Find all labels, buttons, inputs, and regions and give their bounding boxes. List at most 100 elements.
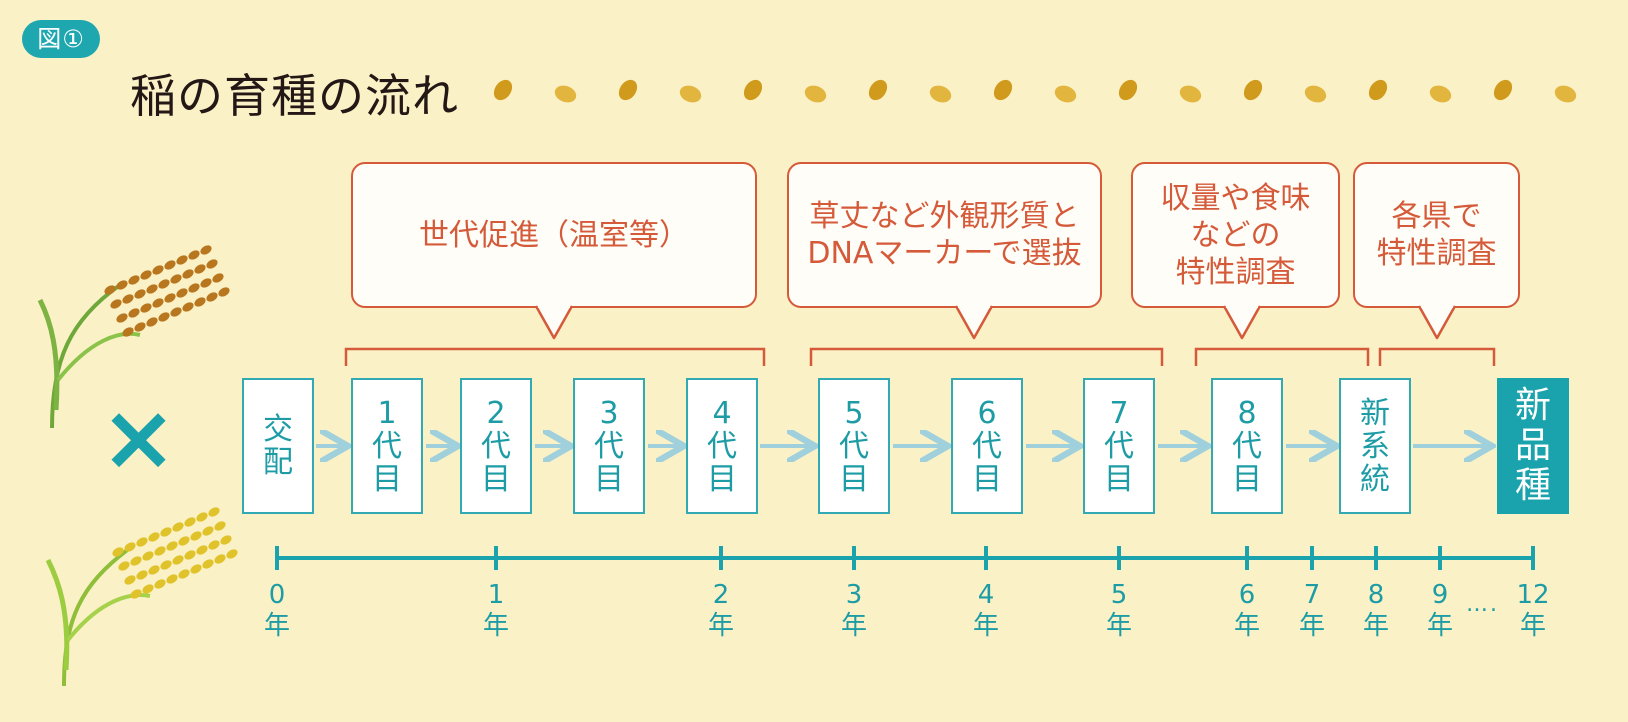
bracket-trait-survey xyxy=(1194,347,1370,366)
rice-grain xyxy=(142,584,154,594)
grain-icon xyxy=(493,79,513,101)
rice-grain xyxy=(134,289,146,299)
step-gen-3: 3 代 目 xyxy=(573,378,645,514)
rice-grain xyxy=(172,555,184,565)
rice-grain xyxy=(200,245,212,255)
rice-grain xyxy=(140,303,152,313)
rice-grain xyxy=(110,299,122,309)
grain-icon xyxy=(1493,79,1513,101)
year-label: 5 年 xyxy=(1105,580,1132,641)
step-label: 1 代 目 xyxy=(372,395,402,497)
grain-icon xyxy=(743,79,763,101)
rice-grain xyxy=(130,589,142,599)
step-label: 交配 xyxy=(263,412,293,480)
year-label: 7 年 xyxy=(1298,580,1325,641)
rice-grain xyxy=(160,560,172,570)
rice-grain xyxy=(194,264,206,274)
rice-grain xyxy=(176,288,188,298)
rice-grain xyxy=(188,283,200,293)
rice-grain xyxy=(136,537,148,547)
grain-row xyxy=(493,79,1577,103)
rice-grain xyxy=(148,532,160,542)
rice-grain xyxy=(194,297,206,307)
grain-icon xyxy=(1304,85,1327,103)
callout-generation-advance: 世代促進（温室等） xyxy=(351,162,757,308)
rice-grain xyxy=(190,531,202,541)
step-label: 6 代 目 xyxy=(972,395,1002,497)
rice-grain xyxy=(170,274,182,284)
timeline xyxy=(275,546,1535,570)
rice-grain xyxy=(122,294,134,304)
rice-grain xyxy=(116,313,128,323)
year-label: 9 年 xyxy=(1426,580,1453,641)
rice-grain xyxy=(104,285,116,295)
callout-selection: 草丈など外観形質と DNAマーカーで選抜 xyxy=(787,162,1102,308)
rice-grain xyxy=(148,565,160,575)
rice-grain xyxy=(136,570,148,580)
step-gen-2: 2 代 目 xyxy=(460,378,532,514)
step-gen-5: 5 代 目 xyxy=(818,378,890,514)
step-label: 新品種 xyxy=(1514,385,1551,506)
rice-grain xyxy=(118,561,130,571)
callout-text: 収量や食味 などの 特性調査 xyxy=(1160,180,1311,290)
rice-leaf xyxy=(66,593,151,642)
rice-grain xyxy=(200,278,212,288)
step-new-variety: 新品種 xyxy=(1497,378,1569,514)
rice-grain xyxy=(158,279,170,289)
rice-grain xyxy=(214,554,226,564)
grain-icon xyxy=(1429,85,1452,103)
callout-text: 各県で 特性調査 xyxy=(1376,199,1497,271)
rice-grain xyxy=(146,284,158,294)
grain-icon xyxy=(993,79,1013,101)
step-label: 2 代 目 xyxy=(481,395,511,497)
rice-grain xyxy=(184,517,196,527)
rice-grain xyxy=(124,575,136,585)
bracket-group xyxy=(344,347,1496,366)
rice-grain xyxy=(172,522,184,532)
rice-grain xyxy=(154,579,166,589)
rice-plant-top xyxy=(37,245,230,429)
grain-icon xyxy=(1243,79,1263,101)
step-label: 3 代 目 xyxy=(594,395,624,497)
rice-leaf xyxy=(56,331,141,382)
rice-grain xyxy=(206,292,218,302)
grain-icon xyxy=(1368,79,1388,101)
year-label: 1 年 xyxy=(482,580,509,641)
grain-icon xyxy=(1118,79,1138,101)
rice-grain xyxy=(170,307,182,317)
rice-grain xyxy=(206,259,218,269)
rice-stem xyxy=(50,283,122,429)
rice-grain xyxy=(202,526,214,536)
year-label: 12 年 xyxy=(1516,580,1550,641)
grain-icon xyxy=(804,85,827,103)
rice-grain xyxy=(152,265,164,275)
bracket-selection xyxy=(809,347,1164,366)
rice-grain xyxy=(208,540,220,550)
grain-icon xyxy=(868,79,888,101)
rice-grain xyxy=(196,512,208,522)
step-gen-7: 7 代 目 xyxy=(1083,378,1155,514)
grain-icon xyxy=(1554,85,1577,103)
rice-grain xyxy=(208,507,220,517)
rice-grain xyxy=(218,287,230,297)
cross-symbol: × xyxy=(100,384,178,491)
rice-plant-bottom xyxy=(45,507,238,687)
step-label: 7 代 目 xyxy=(1104,395,1134,497)
step-cross: 交配 xyxy=(242,378,314,514)
callout-prefecture-survey: 各県で 特性調査 xyxy=(1353,162,1520,308)
rice-leaf xyxy=(37,298,60,411)
timeline-ellipsis: …. xyxy=(1466,592,1499,617)
rice-grain xyxy=(122,327,134,337)
rice-grain xyxy=(128,275,140,285)
rice-grain xyxy=(158,312,170,322)
rice-grain xyxy=(134,322,146,332)
rice-grain xyxy=(166,541,178,551)
year-label: 6 年 xyxy=(1233,580,1260,641)
rice-grain xyxy=(184,550,196,560)
rice-grain xyxy=(182,269,194,279)
step-gen-1: 1 代 目 xyxy=(351,378,423,514)
year-label: 0 年 xyxy=(263,580,290,641)
grain-icon xyxy=(1179,85,1202,103)
callout-trait-survey: 収量や食味 などの 特性調査 xyxy=(1131,162,1340,308)
